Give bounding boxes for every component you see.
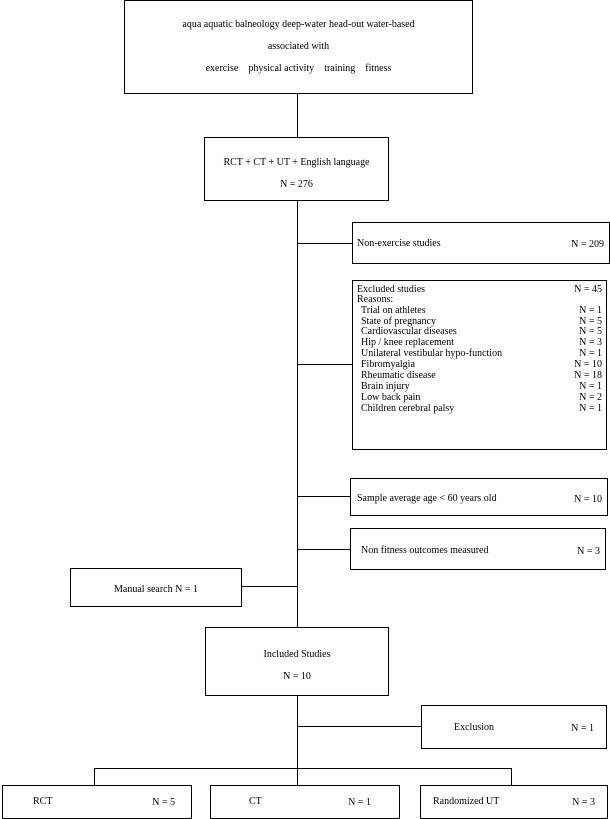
connector-branch-horizontal: [94, 768, 512, 769]
age-exclusion-label: Sample average age < 60 years old: [357, 493, 497, 504]
included-studies-box: Included Studies N = 10: [205, 627, 389, 696]
non-fitness-label: Non fitness outcomes measured: [361, 545, 489, 556]
non-fitness-box: Non fitness outcomes measured N = 3: [350, 528, 606, 570]
screening-count: N = 276: [280, 179, 313, 190]
reason-count: N = 1: [579, 381, 602, 392]
reason-count: N = 1: [579, 305, 602, 316]
included-title: Included Studies: [263, 649, 331, 660]
connector-to-rct: [94, 768, 95, 785]
reasons-label: Reasons:: [357, 294, 394, 305]
excluded-studies-box: Excluded studies N = 45 Reasons: Trial o…: [352, 280, 607, 450]
search-terms-line2: associated with: [267, 41, 330, 52]
ct-count: N = 1: [348, 797, 371, 808]
manual-search-label: Manual search N = 1: [114, 584, 198, 595]
connector-to-age: [297, 496, 350, 497]
reason-label: Rheumatic disease: [361, 370, 436, 381]
connector-to-ct: [297, 768, 298, 785]
reason-label: Low back pain: [361, 392, 421, 403]
exclusion-label: Exclusion: [454, 722, 494, 733]
connector-included-down: [297, 695, 298, 768]
screening-box: RCT + CT + UT + English language N = 276: [204, 137, 389, 201]
reason-label: Brain injury: [361, 381, 410, 392]
reason-count: N = 5: [579, 316, 602, 327]
reason-label: Unilateral vestibular hypo-function: [361, 348, 503, 359]
search-terms-keywords: exercise physical activity training fitn…: [125, 64, 472, 74]
search-terms-box: aqua aquatic balneology deep-water head-…: [124, 0, 473, 94]
connector-to-non-fitness: [297, 549, 350, 550]
rct-box: RCT N = 5: [2, 785, 192, 819]
exclusion-count: N = 1: [571, 723, 594, 734]
reason-count: N = 10: [574, 359, 602, 370]
excluded-count: N = 45: [574, 284, 602, 295]
randomized-ut-box: Randomized UT N = 3: [420, 785, 608, 819]
manual-search-box: Manual search N = 1: [70, 568, 242, 607]
keyword-exercise: exercise: [205, 63, 239, 74]
exclusion-box: Exclusion N = 1: [421, 705, 607, 749]
reason-label: Fibromyalgia: [361, 359, 415, 370]
ct-label: CT: [249, 796, 262, 807]
reason-label: Children cerebral palsy: [361, 403, 455, 414]
non-exercise-count: N = 209: [571, 239, 604, 250]
connector-to-non-exercise: [297, 243, 352, 244]
non-exercise-label: Non-exercise studies: [357, 238, 441, 249]
included-count: N = 10: [283, 671, 311, 682]
non-fitness-count: N = 3: [577, 546, 600, 557]
reason-count: N = 1: [579, 348, 602, 359]
connector-to-excluded: [297, 364, 352, 365]
reason-count: N = 5: [579, 326, 602, 337]
connector-to-exclusion: [297, 726, 421, 727]
randomized-ut-count: N = 3: [572, 797, 595, 808]
reason-label: Cardiovascular diseases: [361, 326, 457, 337]
screening-criteria: RCT + CT + UT + English language: [223, 157, 370, 168]
reason-label: Trial on athletes: [361, 305, 426, 316]
non-exercise-box: Non-exercise studies N = 209: [352, 222, 610, 264]
age-exclusion-box: Sample average age < 60 years old N = 10: [350, 478, 608, 516]
reason-count: N = 3: [579, 337, 602, 348]
connector-to-rut: [511, 768, 512, 785]
reason-count: N = 1: [579, 403, 602, 414]
keyword-training: training: [324, 63, 356, 74]
connector-main-top: [297, 93, 298, 137]
reason-label: Hip / knee replacement: [361, 337, 455, 348]
connector-main-spine: [297, 200, 298, 627]
reason-label: State of pregnancy: [361, 316, 436, 327]
reason-count: N = 18: [574, 370, 602, 381]
ct-box: CT N = 1: [210, 785, 400, 819]
reason-count: N = 2: [579, 392, 602, 403]
keyword-physical-activity: physical activity: [248, 63, 315, 74]
search-terms-line1: aqua aquatic balneology deep-water head-…: [182, 19, 415, 30]
keyword-fitness: fitness: [365, 63, 392, 74]
rct-count: N = 5: [152, 797, 175, 808]
rct-label: RCT: [33, 796, 53, 807]
excluded-title: Excluded studies: [357, 284, 426, 295]
age-exclusion-count: N = 10: [574, 494, 602, 505]
randomized-ut-label: Randomized UT: [433, 796, 500, 807]
connector-from-manual: [241, 586, 297, 587]
